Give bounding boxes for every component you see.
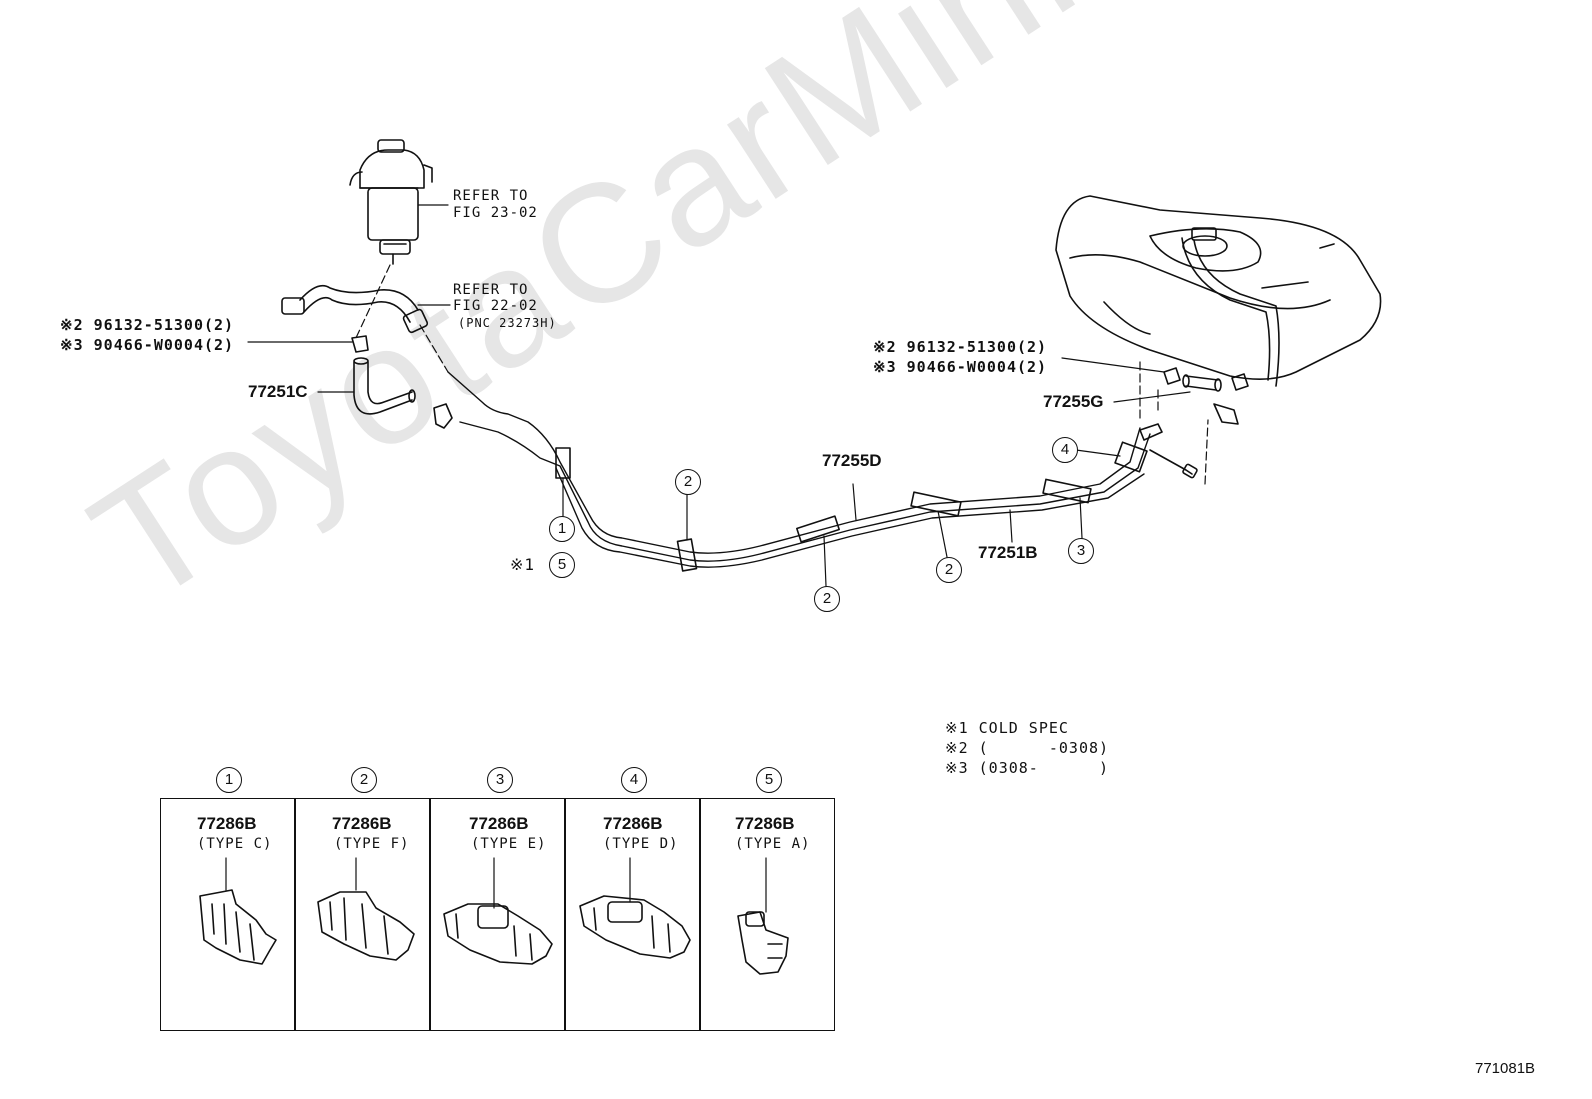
clamp-3 — [1042, 478, 1092, 504]
circle-number-3: 3 — [1068, 538, 1094, 564]
clamp-box-2 — [294, 798, 431, 1031]
left-callout-line1: ※2 96132-51300(2) — [60, 316, 235, 334]
clamp-box-3 — [429, 798, 566, 1031]
clamp-box-5-part: 77286B — [735, 814, 795, 833]
clamp-2a — [676, 538, 698, 572]
right-callout-line1: ※2 96132-51300(2) — [873, 338, 1048, 356]
clamp-box-1-type: (TYPE C) — [197, 836, 273, 852]
refer-label-2-line2: FIG 22-02 — [453, 298, 538, 314]
clamp-box-1 — [160, 798, 296, 1031]
part-label-77251c: 77251C — [248, 382, 308, 401]
refer-label-2-line1: REFER TO — [453, 282, 529, 298]
clamp-box-2-type: (TYPE F) — [334, 836, 410, 852]
refer-label-1-line1: REFER TO — [453, 188, 529, 204]
clamp-box-3-part: 77286B — [469, 814, 529, 833]
clamp-box-5-type: (TYPE A) — [735, 836, 811, 852]
fuel-filter-drawing — [349, 139, 433, 265]
hose-77251c-drawing — [353, 357, 416, 415]
clamp-type-c-drawing — [199, 857, 277, 965]
clamp-box-1-part: 77286B — [197, 814, 257, 833]
right-callout-line2: ※3 90466-W0004(2) — [873, 358, 1048, 376]
box-circle-1: 1 — [216, 767, 242, 793]
clamp-type-a-drawing — [737, 857, 789, 975]
cold-spec-prefix: ※1 — [510, 555, 536, 574]
part-label-77255g: 77255G — [1043, 392, 1104, 411]
circle-number-2-c: 2 — [936, 557, 962, 583]
clamp-type-d-drawing — [579, 857, 691, 959]
refer-label-2-line3: (PNC 23273H) — [458, 316, 557, 330]
clamp-box-4 — [564, 798, 701, 1031]
box-circle-4: 4 — [621, 767, 647, 793]
box-circle-5: 5 — [756, 767, 782, 793]
box-circle-2: 2 — [351, 767, 377, 793]
clamp-box-4-part: 77286B — [603, 814, 663, 833]
note-cold-spec: ※1 COLD SPEC — [945, 719, 1069, 737]
clamp-type-f-drawing — [317, 857, 415, 961]
clamp-box-2-part: 77286B — [332, 814, 392, 833]
left-callout-line2: ※3 90466-W0004(2) — [60, 336, 235, 354]
circle-number-4: 4 — [1052, 437, 1078, 463]
clamp-2c — [910, 491, 962, 517]
clamp-2b — [796, 515, 840, 543]
box-circle-3: 3 — [487, 767, 513, 793]
filter-hose-drawing — [281, 284, 429, 334]
clamp-box-5 — [699, 798, 835, 1031]
circle-number-5: 5 — [549, 552, 575, 578]
refer-label-1-line2: FIG 23-02 — [453, 205, 538, 221]
clamp-4 — [1114, 441, 1148, 473]
circle-number-2-b: 2 — [814, 586, 840, 612]
clamp-box-4-type: (TYPE D) — [603, 836, 679, 852]
circle-number-2-a: 2 — [675, 469, 701, 495]
part-label-77251b: 77251B — [978, 543, 1038, 562]
note-2: ※2 ( -0308) — [945, 739, 1110, 757]
circle-number-1: 1 — [549, 516, 575, 542]
diagram-id: 771081B — [1475, 1060, 1536, 1077]
clamp-box-3-type: (TYPE E) — [471, 836, 547, 852]
clamp-type-e-drawing — [443, 857, 553, 965]
fuel-tank-drawing — [1055, 195, 1382, 387]
note-3: ※3 (0308- ) — [945, 759, 1110, 777]
part-label-77255d: 77255D — [822, 451, 882, 470]
